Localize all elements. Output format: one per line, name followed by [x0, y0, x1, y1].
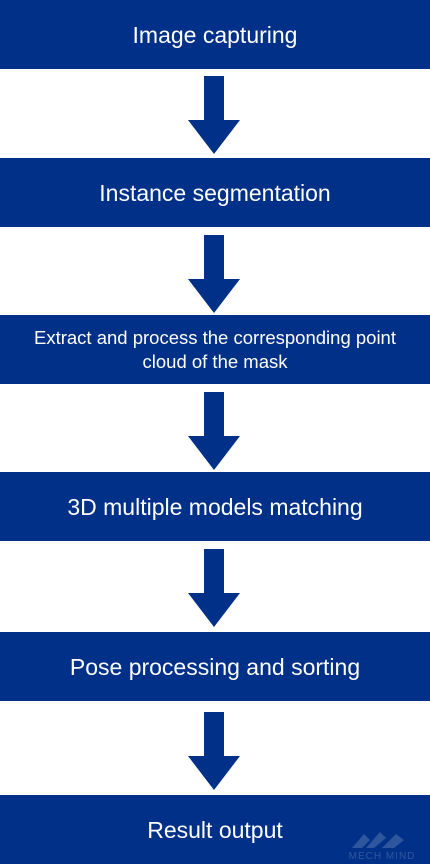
mech-mind-logo-icon	[352, 832, 404, 848]
flow-step-extract-point-cloud: Extract and process the corresponding po…	[0, 315, 430, 384]
flow-step-model-matching: 3D multiple models matching	[0, 472, 430, 541]
flow-step-label: Extract and process the corresponding po…	[34, 326, 396, 372]
flow-step-label: Instance segmentation	[99, 179, 331, 206]
flow-step-result-output: Result output	[0, 795, 430, 864]
down-arrow-icon	[188, 76, 240, 154]
flow-step-pose-processing: Pose processing and sorting	[0, 632, 430, 701]
flow-step-label: Result output	[147, 816, 283, 843]
watermark-logo: MECH MIND	[342, 830, 422, 862]
flow-step-label: Image capturing	[132, 21, 298, 48]
flow-step-label: 3D multiple models matching	[67, 493, 363, 520]
flow-step-instance-segmentation: Instance segmentation	[0, 158, 430, 227]
down-arrow-icon	[188, 549, 240, 627]
down-arrow-icon	[188, 712, 240, 790]
down-arrow-icon	[188, 392, 240, 470]
flow-step-label: Pose processing and sorting	[69, 653, 361, 680]
flow-step-image-capturing: Image capturing	[0, 0, 430, 69]
watermark-text: MECH MIND	[348, 851, 416, 862]
down-arrow-icon	[188, 235, 240, 313]
